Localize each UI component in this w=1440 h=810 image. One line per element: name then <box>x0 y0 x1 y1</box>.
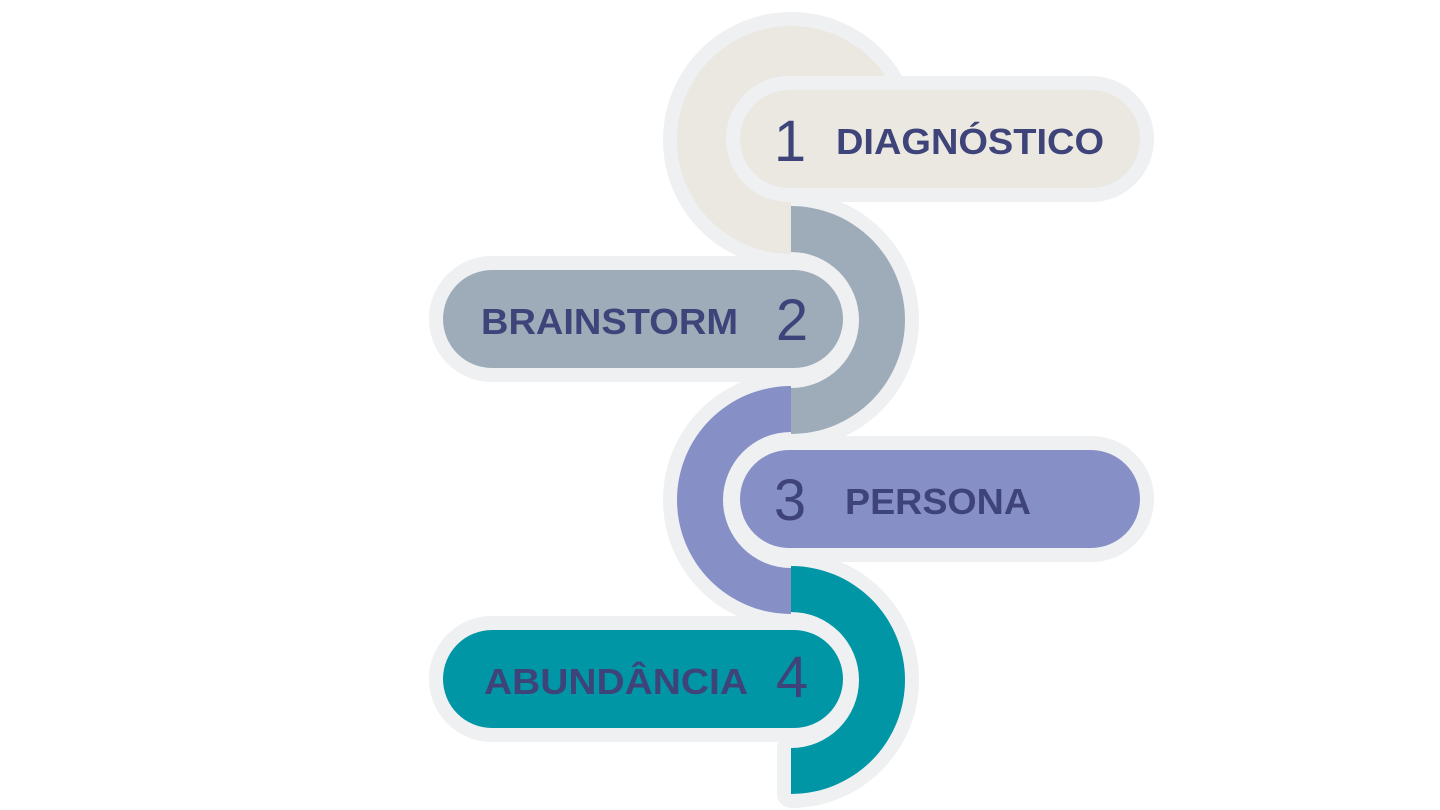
step-4-pill <box>443 630 843 728</box>
step-2-label: BRAINSTORM <box>481 301 738 342</box>
step-1-label: DIAGNÓSTICO <box>836 120 1104 162</box>
step-1 <box>677 25 1154 254</box>
step-3-pill <box>740 450 1140 548</box>
step-1-pill <box>740 90 1140 188</box>
step-2-number: 2 <box>776 288 808 353</box>
step-2-arc <box>791 206 905 434</box>
step-2 <box>429 206 905 434</box>
step-4 <box>429 566 905 794</box>
step-3 <box>677 386 1154 614</box>
step-2-pill <box>443 270 843 368</box>
step-1-number: 1 <box>774 109 806 174</box>
step-3-label: PERSONA <box>845 481 1031 522</box>
step-3-number: 3 <box>774 468 806 533</box>
step-4-label: ABUNDÂNCIA <box>484 660 748 702</box>
step-3-arc <box>677 386 791 614</box>
step-4-number: 4 <box>776 645 808 710</box>
step-4-arc <box>791 566 905 794</box>
